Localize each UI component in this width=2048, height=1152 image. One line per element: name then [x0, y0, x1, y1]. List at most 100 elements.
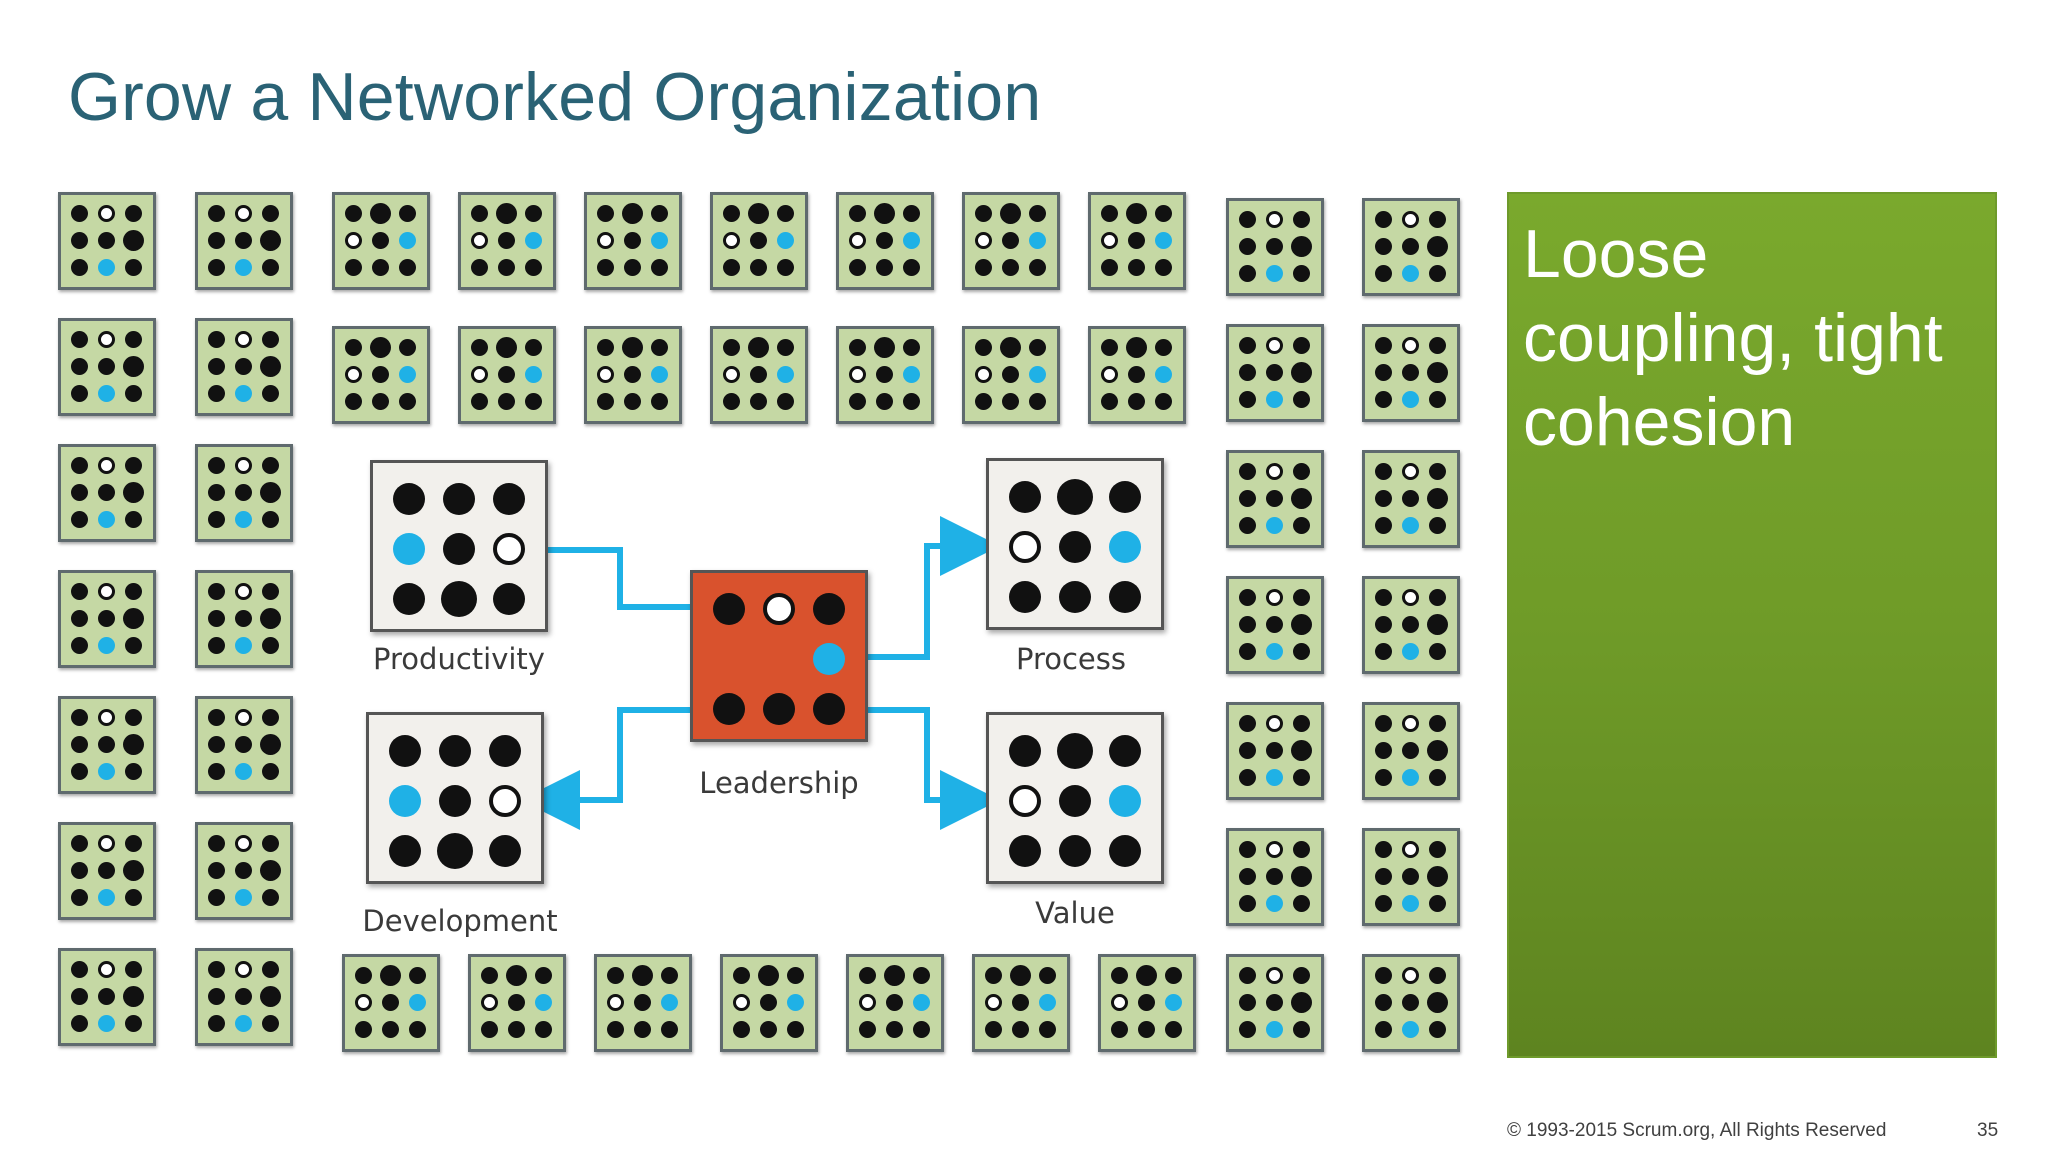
- white-dot: [1266, 967, 1283, 984]
- black-dot: [525, 205, 542, 222]
- black-dot: [632, 965, 653, 986]
- black-dot: [903, 205, 920, 222]
- black-dot: [496, 203, 517, 224]
- black-dot: [634, 994, 651, 1011]
- team-box: [836, 326, 934, 424]
- team-box: [58, 444, 156, 542]
- black-dot: [1429, 463, 1446, 480]
- black-dot: [260, 986, 281, 1007]
- black-dot: [260, 356, 281, 377]
- black-dot: [1239, 265, 1256, 282]
- blue-dot: [1402, 1021, 1419, 1038]
- black-dot: [235, 358, 252, 375]
- black-dot: [1427, 362, 1448, 383]
- black-dot: [748, 203, 769, 224]
- blue-dot: [235, 889, 252, 906]
- white-dot: [471, 366, 488, 383]
- black-dot: [597, 339, 614, 356]
- white-dot: [849, 366, 866, 383]
- black-dot: [1375, 895, 1392, 912]
- white-dot: [733, 994, 750, 1011]
- black-dot: [125, 1015, 142, 1032]
- blue-dot: [1266, 895, 1283, 912]
- black-dot: [380, 965, 401, 986]
- black-dot: [1138, 994, 1155, 1011]
- blue-dot: [651, 366, 668, 383]
- black-dot: [125, 331, 142, 348]
- black-dot: [903, 259, 920, 276]
- black-dot: [208, 457, 225, 474]
- black-dot: [262, 331, 279, 348]
- black-dot: [345, 339, 362, 356]
- black-dot: [208, 358, 225, 375]
- black-dot: [372, 366, 389, 383]
- blue-dot: [409, 994, 426, 1011]
- white-dot: [975, 232, 992, 249]
- white-dot: [235, 583, 252, 600]
- black-dot: [399, 205, 416, 222]
- white-dot: [235, 709, 252, 726]
- black-dot: [1239, 643, 1256, 660]
- black-dot: [913, 1021, 930, 1038]
- black-dot: [71, 331, 88, 348]
- black-dot: [651, 339, 668, 356]
- black-dot: [1429, 841, 1446, 858]
- black-dot: [98, 358, 115, 375]
- black-dot: [886, 1021, 903, 1038]
- white-dot: [1266, 211, 1283, 228]
- black-dot: [123, 860, 144, 881]
- black-dot: [471, 205, 488, 222]
- black-dot: [71, 736, 88, 753]
- black-dot: [1293, 265, 1310, 282]
- black-dot: [886, 994, 903, 1011]
- black-dot: [1029, 259, 1046, 276]
- black-dot: [525, 259, 542, 276]
- blue-dot: [1029, 232, 1046, 249]
- black-dot: [1111, 1021, 1128, 1038]
- black-dot: [123, 608, 144, 629]
- team-box: [195, 696, 293, 794]
- team-box: [58, 318, 156, 416]
- blue-dot: [1402, 895, 1419, 912]
- black-dot: [208, 961, 225, 978]
- black-dot: [508, 1021, 525, 1038]
- black-dot: [1002, 366, 1019, 383]
- black-dot: [208, 583, 225, 600]
- blue-dot: [1402, 769, 1419, 786]
- black-dot: [235, 610, 252, 627]
- blue-dot: [98, 637, 115, 654]
- blue-dot: [98, 1015, 115, 1032]
- black-dot: [1293, 589, 1310, 606]
- black-dot: [345, 393, 362, 410]
- black-dot: [876, 232, 893, 249]
- black-dot: [208, 232, 225, 249]
- team-box: [1226, 324, 1324, 422]
- team-leadership: [690, 570, 868, 742]
- black-dot: [1429, 967, 1446, 984]
- black-dot: [723, 259, 740, 276]
- black-dot: [597, 259, 614, 276]
- blue-dot: [399, 366, 416, 383]
- black-dot: [235, 988, 252, 1005]
- black-dot: [235, 232, 252, 249]
- white-dot: [98, 961, 115, 978]
- black-dot: [71, 835, 88, 852]
- team-box: [458, 326, 556, 424]
- black-dot: [624, 366, 641, 383]
- page-number: 35: [1977, 1120, 1999, 1141]
- white-dot: [1402, 841, 1419, 858]
- team-box: [195, 192, 293, 290]
- team-box: [195, 822, 293, 920]
- black-dot: [125, 637, 142, 654]
- black-dot: [1266, 490, 1283, 507]
- blue-dot: [535, 994, 552, 1011]
- black-dot: [525, 339, 542, 356]
- blue-dot: [1266, 265, 1283, 282]
- black-dot: [1429, 391, 1446, 408]
- black-dot: [260, 734, 281, 755]
- black-dot: [498, 366, 515, 383]
- black-dot: [125, 709, 142, 726]
- black-dot: [123, 230, 144, 251]
- white-dot: [859, 994, 876, 1011]
- black-dot: [262, 457, 279, 474]
